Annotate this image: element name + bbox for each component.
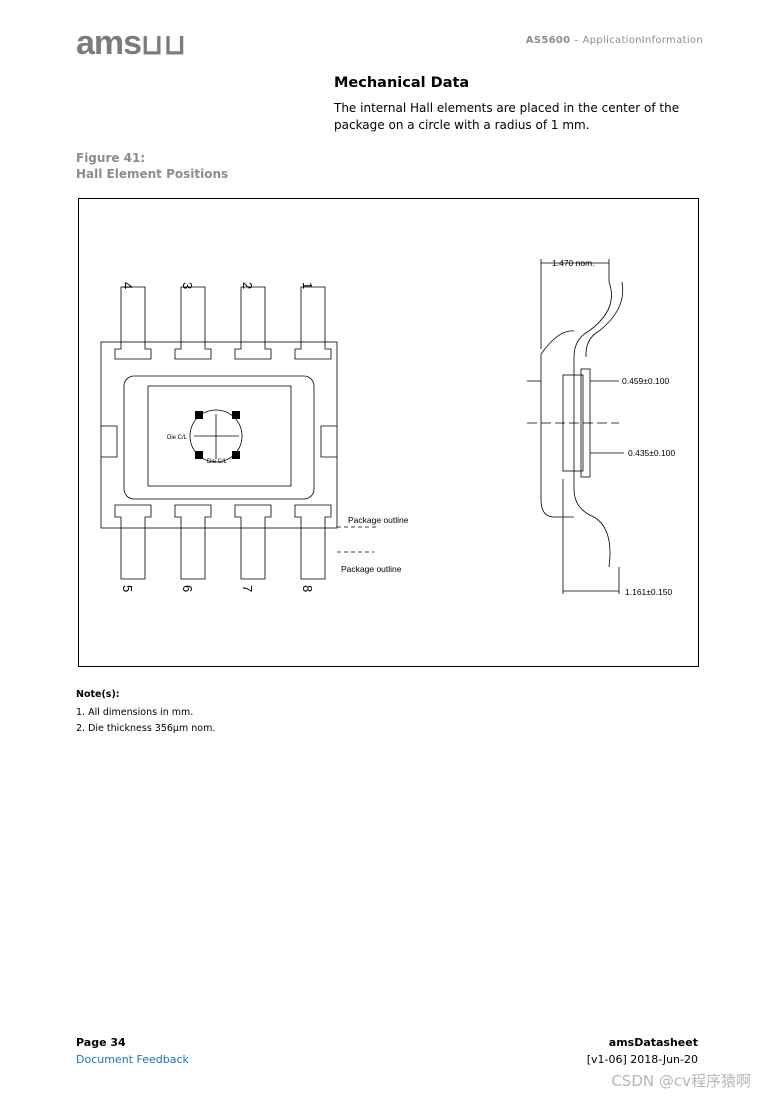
- dim-top-nominal: 1.470 nom.: [552, 258, 595, 268]
- header-separator: –: [570, 35, 583, 46]
- pin-label-4: 4: [120, 282, 135, 289]
- page-number: Page 34: [76, 1036, 126, 1049]
- pin-label-7: 7: [240, 585, 255, 592]
- watermark: CSDN @cv程序猿啊: [611, 1072, 751, 1090]
- note-item: 1. All dimensions in mm.: [76, 707, 194, 718]
- hall-element-4: [232, 451, 240, 459]
- intro-text: The internal Hall elements are placed in…: [334, 101, 680, 132]
- mechanical-drawing-svg: 4 3 2 1 5 6 7 8 Die C/L Die C/L Package …: [100, 258, 675, 597]
- notes-title: Note(s):: [76, 689, 120, 700]
- section-title: Mechanical Data: [334, 75, 470, 91]
- hall-element-3: [195, 451, 203, 459]
- pin-label-5: 5: [120, 585, 135, 592]
- side-body-outline: [540, 354, 574, 518]
- figure-title: Hall Element Positions: [76, 167, 229, 181]
- bottom-pin-8: [294, 504, 332, 580]
- dim-upper: 0.459±0.100: [622, 376, 669, 386]
- bottom-pin-5: [114, 504, 152, 580]
- package-outline-label-2: Package outline: [341, 564, 402, 574]
- package-outline-label-1: Package outline: [348, 515, 409, 525]
- die-cl-label-2: Die C/L: [207, 459, 228, 465]
- header-doc-info: AS5600 – ApplicationInformation: [526, 35, 703, 46]
- bottom-pin-6: [174, 504, 212, 580]
- document-feedback-link[interactable]: Document Feedback: [76, 1053, 189, 1066]
- inner-cavity-outline: [123, 375, 315, 500]
- hall-circle: [189, 409, 243, 463]
- header-section: ApplicationInformation: [582, 35, 703, 46]
- ams-logo: ams⊔⊔: [76, 24, 187, 62]
- left-side-tab: [101, 425, 118, 458]
- figure-number: Figure 41:: [76, 151, 146, 165]
- dim-middle: 0.435±0.100: [628, 448, 675, 458]
- die-outline: [147, 385, 292, 487]
- header-product: AS5600: [525, 35, 571, 46]
- pin-label-1: 1: [300, 282, 315, 289]
- pin-label-3: 3: [180, 282, 195, 289]
- side-body-top: [540, 330, 575, 355]
- bottom-pin-7: [234, 504, 272, 580]
- top-pin-3: [174, 286, 212, 360]
- note-item: 2. Die thickness 356µm nom.: [76, 723, 216, 734]
- pin-label-8: 8: [300, 585, 315, 592]
- doc-version: [v1-06] 2018-Jun-20: [586, 1053, 698, 1066]
- dim-bottom: 1.161±0.150: [625, 587, 672, 597]
- top-pin-4: [114, 286, 152, 360]
- hall-element-1: [195, 411, 203, 419]
- die-cl-label-1: Die C/L: [167, 435, 188, 441]
- pin-label-6: 6: [180, 585, 195, 592]
- right-side-tab: [320, 425, 337, 458]
- hall-element-drawing: 4 3 2 1 5 6 7 8 Die C/L Die C/L Package …: [78, 198, 699, 667]
- hall-element-2: [232, 411, 240, 419]
- doc-type: amsDatasheet: [608, 1036, 698, 1049]
- top-pin-1: [294, 286, 332, 360]
- pin-label-2: 2: [240, 282, 255, 289]
- top-pin-2: [234, 286, 272, 360]
- package-body-outline: [100, 341, 338, 529]
